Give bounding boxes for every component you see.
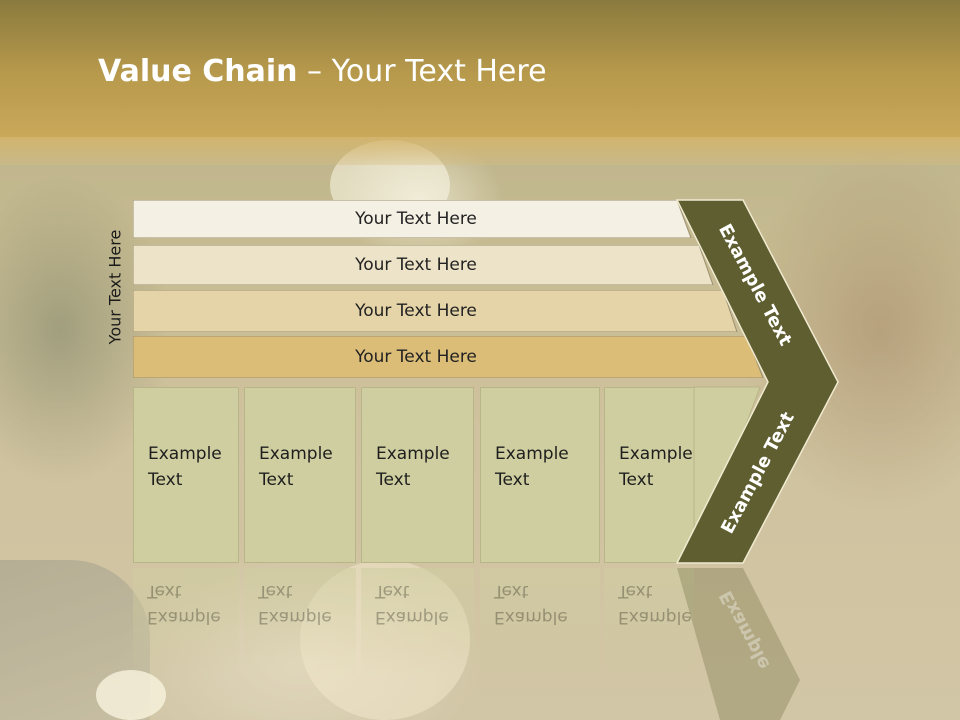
bar-2-shape — [133, 245, 714, 285]
bar-3-label: Your Text Here — [355, 301, 477, 321]
box-3-reflection: Example Text — [361, 568, 474, 678]
box-5-reflection: Example Text — [604, 568, 694, 678]
title-bold: Value Chain — [98, 54, 298, 89]
slide-title[interactable]: Value Chain – Your Text Here — [98, 54, 547, 89]
box-1-label: Example Text — [148, 444, 222, 490]
box-5-label: Example Text — [619, 444, 693, 490]
bar-4-label: Your Text Here — [355, 347, 477, 367]
box-2[interactable]: Example Text — [244, 387, 356, 563]
box-4-label: Example Text — [495, 444, 569, 490]
background-photo-boutonniere — [96, 670, 166, 720]
box-5[interactable]: Example Text — [604, 387, 694, 563]
bar-2-label: Your Text Here — [355, 255, 477, 275]
bar-1-label: Your Text Here — [355, 209, 477, 229]
box-4[interactable]: Example Text — [480, 387, 600, 563]
box-3-label: Example Text — [376, 444, 450, 490]
bar-4-shape — [133, 336, 764, 378]
chevron-reflection — [677, 568, 800, 720]
box-2-label: Example Text — [259, 444, 333, 490]
box-1-reflection: Example Text — [133, 568, 239, 678]
box-1[interactable]: Example Text — [133, 387, 239, 563]
header-band — [0, 0, 960, 137]
chevron-shape[interactable] — [675, 199, 839, 564]
bar-3-shape — [133, 290, 738, 332]
box-4-reflection: Example Text — [480, 568, 600, 678]
box-2-reflection: Example Text — [244, 568, 356, 678]
header-sub-band — [0, 137, 960, 165]
bar-1-shape — [133, 200, 692, 238]
title-rest: – Your Text Here — [297, 54, 547, 89]
box-3[interactable]: Example Text — [361, 387, 474, 563]
